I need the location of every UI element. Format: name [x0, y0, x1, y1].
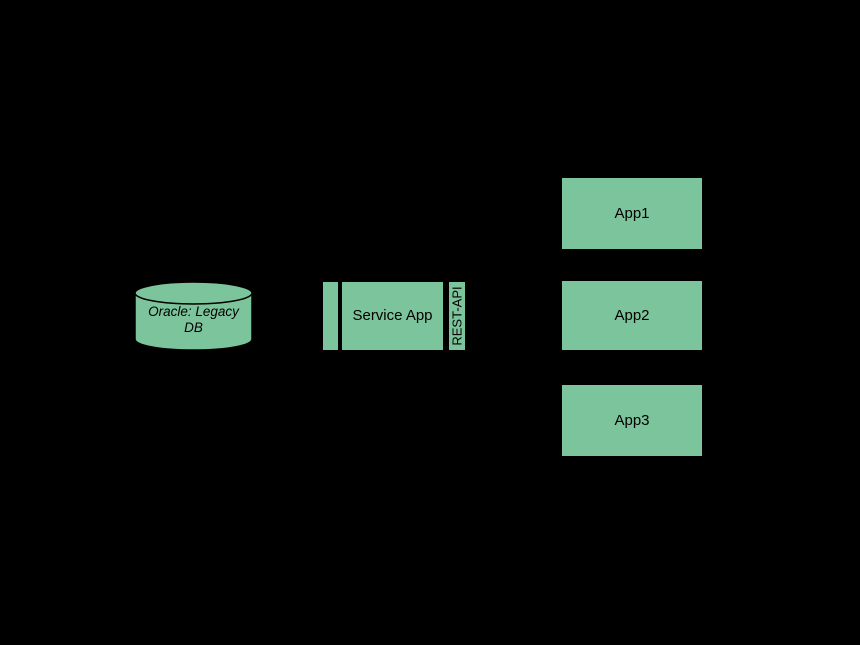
database-cylinder-icon [134, 281, 253, 351]
service-app-sidebar-bar[interactable] [322, 281, 339, 351]
consumer-app-node-1-label: App1 [614, 205, 650, 222]
consumer-app-node-2-label: App2 [614, 307, 650, 324]
database-node[interactable]: Oracle: Legacy DB [134, 281, 253, 351]
consumer-app-node-2[interactable]: App2 [561, 280, 703, 351]
rest-api-node-label: REST-API [449, 286, 465, 346]
consumer-app-node-3[interactable]: App3 [561, 384, 703, 457]
consumer-app-node-3-label: App3 [614, 412, 650, 429]
service-app-node-label: Service App [352, 307, 433, 324]
service-app-node[interactable]: Service App [341, 281, 444, 351]
rest-api-node[interactable]: REST-API [448, 281, 466, 351]
consumer-app-node-1[interactable]: App1 [561, 177, 703, 250]
